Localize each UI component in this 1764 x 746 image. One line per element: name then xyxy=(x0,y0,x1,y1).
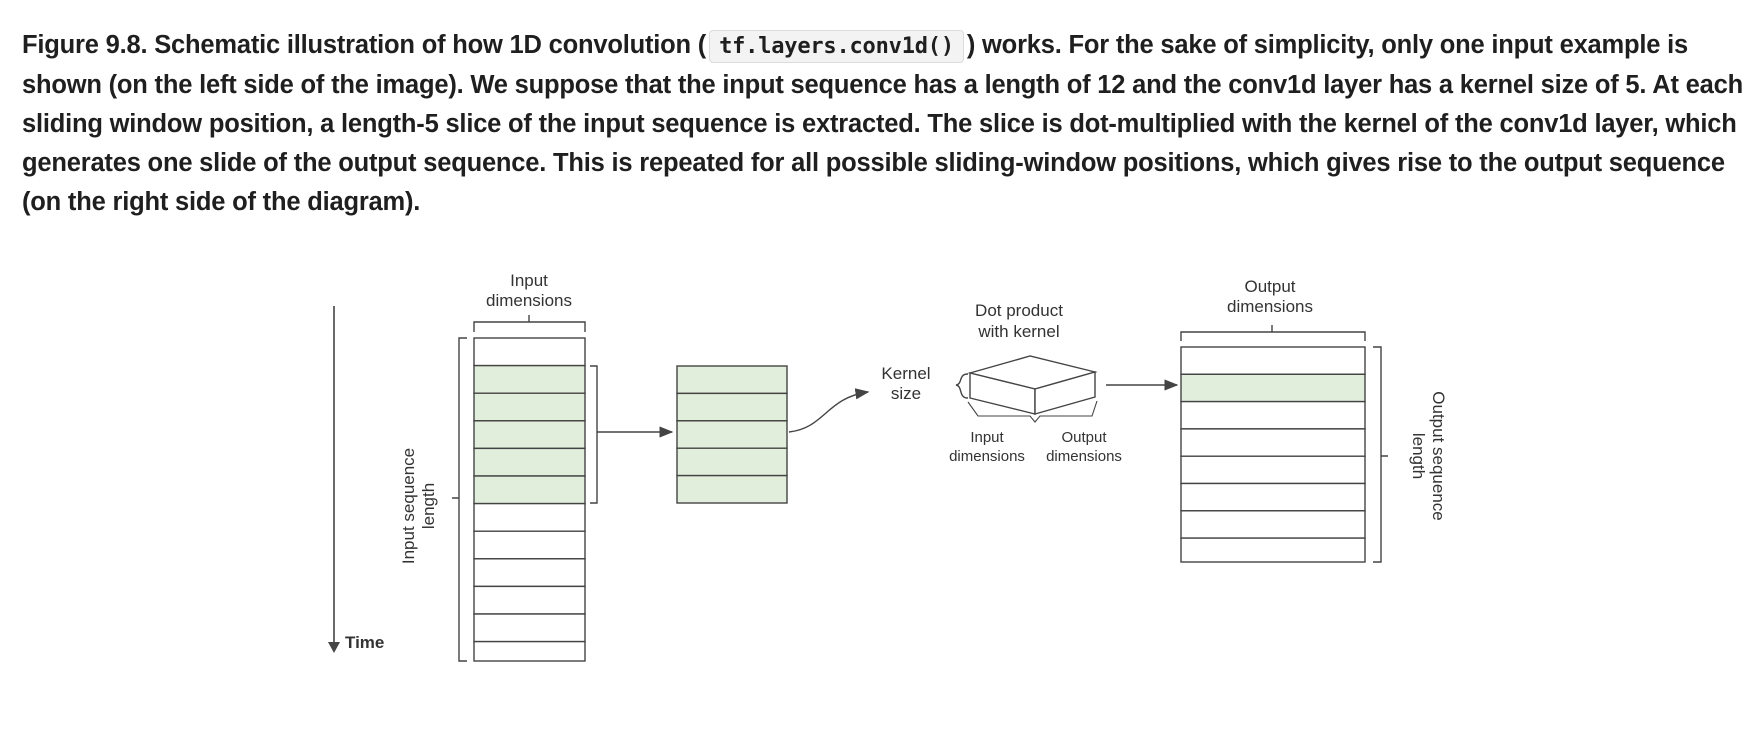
output-dimensions-label-2: dimensions xyxy=(1227,297,1313,316)
dot-product-label-1: Dot product xyxy=(975,301,1063,320)
output-row xyxy=(1180,400,1366,430)
kernel-input-dim-label-2: dimensions xyxy=(949,448,1025,465)
output-row xyxy=(1180,510,1366,539)
slice-row xyxy=(676,365,788,395)
output-row xyxy=(1180,346,1366,375)
time-label: Time xyxy=(345,633,384,652)
kernel-box xyxy=(967,355,1098,415)
kernel-output-dim-label-1: Output xyxy=(1061,429,1107,446)
input-seq-length-label-2: length xyxy=(419,483,438,529)
output-seq-length-label-2: length xyxy=(1409,433,1428,479)
caption-prefix: Figure 9.8. Schematic illustration of ho… xyxy=(22,31,707,59)
time-axis xyxy=(328,306,340,653)
input-seq-length-brace xyxy=(452,337,467,662)
output-sequence-stack xyxy=(1180,346,1366,563)
input-row xyxy=(473,337,586,367)
dot-product-label-2: with kernel xyxy=(977,322,1059,341)
input-row-highlighted xyxy=(473,364,586,394)
kernel-dims-brace xyxy=(967,400,1098,423)
input-sequence-stack xyxy=(473,337,586,662)
output-row xyxy=(1180,428,1366,457)
slice-row xyxy=(676,474,788,504)
slice-row xyxy=(676,447,788,477)
input-row-highlighted xyxy=(473,475,586,505)
input-row-highlighted xyxy=(473,447,586,477)
input-row-highlighted xyxy=(473,392,586,422)
caption-suffix: ) works. For the sake of simplicity, onl… xyxy=(22,31,1743,216)
figure-caption: Figure 9.8. Schematic illustration of ho… xyxy=(22,26,1746,222)
caption-code: tf.layers.conv1d() xyxy=(709,30,964,63)
input-row xyxy=(473,585,586,615)
input-row xyxy=(473,640,586,662)
output-row xyxy=(1180,482,1366,512)
input-row xyxy=(473,502,586,532)
output-dimensions-label-1: Output xyxy=(1244,277,1295,296)
extracted-slice xyxy=(676,365,788,504)
kernel-size-label-1: Kernel xyxy=(881,364,930,383)
output-row xyxy=(1180,455,1366,485)
input-row xyxy=(473,530,586,560)
kernel-size-brace xyxy=(955,373,969,399)
kernel-input-dim-label-1: Input xyxy=(970,429,1004,446)
input-dimensions-brace xyxy=(473,315,586,332)
input-seq-length-label-1: Input sequence xyxy=(399,448,418,564)
input-dimensions-label-2: dimensions xyxy=(486,291,572,310)
output-row-highlighted xyxy=(1180,373,1366,403)
input-row-highlighted xyxy=(473,420,586,450)
time-arrow-icon xyxy=(328,642,340,653)
slice-row xyxy=(676,420,788,449)
input-row xyxy=(473,613,586,643)
output-row xyxy=(1180,537,1366,563)
output-dimensions-brace xyxy=(1180,325,1366,341)
output-seq-length-brace xyxy=(1373,346,1388,563)
kernel-size-label-2: size xyxy=(891,384,921,403)
input-row xyxy=(473,558,586,588)
window-bracket xyxy=(590,365,598,504)
slice-row xyxy=(676,392,788,422)
output-seq-length-label-1: Output sequence xyxy=(1429,391,1448,520)
input-dimensions-label-1: Input xyxy=(510,271,548,290)
kernel-output-dim-label-2: dimensions xyxy=(1046,448,1122,465)
kernel-curve-arrow xyxy=(788,388,870,433)
